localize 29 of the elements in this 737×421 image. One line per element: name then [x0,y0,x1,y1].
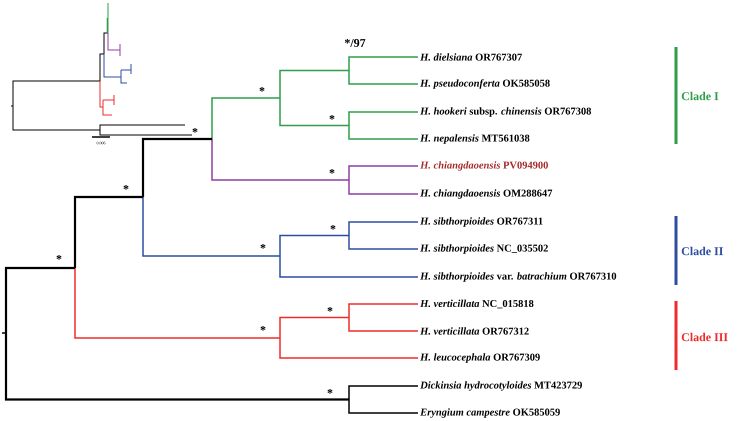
taxon-label: H. hookeri subsp. chinensis OR767308 [420,107,592,117]
support-value: * [260,244,266,249]
support-value: * [330,115,334,120]
taxon-label: H. nepalensis MT561038 [420,134,530,144]
taxon-label: Dickinsia hydrocotyloides MT423729 [420,381,582,391]
support-value: * [56,255,62,260]
support-value: * [328,307,332,312]
clade-label: Clade I [682,92,718,100]
taxon-label: H. chiangdaoensis OM288647 [420,189,552,199]
taxon-label: H. leucocephala OR767309 [420,353,540,363]
support-value: * [330,225,336,230]
taxon-label: H. dielsiana OR767307 [420,53,522,61]
taxon-label: H. sibthorpioides OR767311 [420,217,543,227]
support-value: */97 [344,38,366,48]
support-value: * [328,389,332,394]
taxon-label: H. verticillata NC_015818 [420,300,534,308]
taxon-label: H. verticillata OR767312 [420,327,529,335]
taxon-label: H. chiangdaoensis PV094900 [420,161,548,171]
support-value: * [124,185,128,190]
clade-label: Clade II [682,246,723,256]
clade-label: Clade III [682,332,728,342]
taxon-label: H. sibthorpioides var. batrachium OR767310 [420,272,616,282]
support-value: * [260,87,264,92]
taxon-label: H. sibthorpioides NC_035502 [420,244,548,254]
taxon-label: H. pseudoconferta OK585058 [420,79,550,89]
support-value: * [192,128,198,133]
support-value: * [260,326,266,331]
taxon-label: Eryngium campestre OK585059 [420,408,560,418]
support-value: * [330,169,334,174]
